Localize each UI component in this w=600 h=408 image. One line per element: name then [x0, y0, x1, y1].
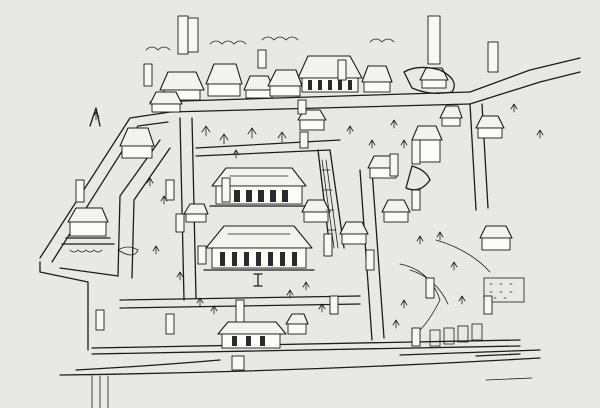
long-corridor — [321, 159, 339, 249]
right-buildings — [367, 67, 513, 251]
main-hall-lower — [203, 225, 315, 287]
trees — [92, 103, 544, 329]
main-hall-upper — [209, 167, 309, 207]
scale-bar — [475, 353, 533, 381]
middle-buildings — [183, 109, 369, 335]
left-buildings — [61, 127, 155, 253]
north-arrow — [89, 107, 101, 127]
gardens — [117, 66, 525, 347]
hill-scribbles — [145, 36, 395, 51]
main-gate — [217, 321, 287, 371]
signboards — [75, 15, 499, 347]
upper-left-buildings — [149, 63, 303, 113]
